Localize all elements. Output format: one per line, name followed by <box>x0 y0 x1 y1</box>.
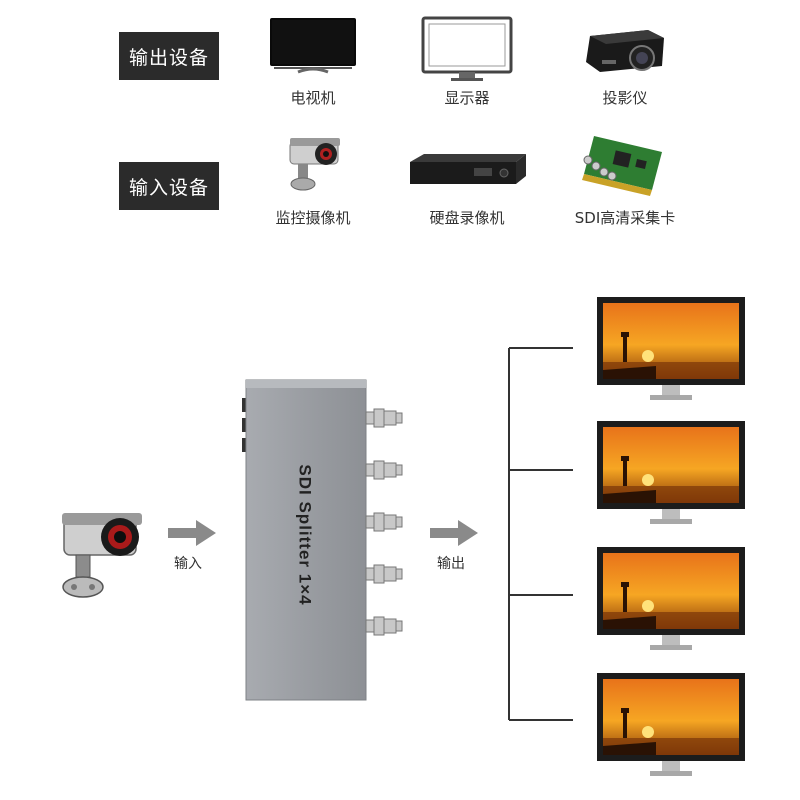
input-arrow-label: 输入 <box>174 556 202 572</box>
sdi-capture-card-label: SDI高清采集卡 <box>574 209 676 227</box>
hard-disk-recorder-icon <box>410 154 526 184</box>
input-arrow-icon <box>168 520 216 546</box>
tv-label: 电视机 <box>290 89 336 107</box>
cctv-camera-source-icon <box>62 513 142 598</box>
output-monitor-3 <box>597 547 745 650</box>
projector-icon <box>586 30 664 72</box>
cctv-camera-label: 监控摄像机 <box>275 209 351 227</box>
monitor-icon <box>421 16 513 81</box>
monitor-label: 显示器 <box>444 89 490 107</box>
projector-label: 投影仪 <box>602 89 648 107</box>
output-monitor-1 <box>597 297 745 400</box>
hard-disk-recorder-label: 硬盘录像机 <box>429 209 505 227</box>
sdi-capture-card-icon <box>582 136 662 196</box>
output-arrow-icon <box>430 520 478 546</box>
splitter-label-container: SDI Splitter 1×4 <box>255 464 355 606</box>
output-branch-lines <box>508 347 573 721</box>
input-devices-label: 输入设备 <box>119 162 219 210</box>
output-monitor-2 <box>597 421 745 524</box>
output-arrow-label: 输出 <box>437 556 465 572</box>
output-monitor-4 <box>597 673 745 776</box>
splitter-label: SDI Splitter 1×4 <box>296 464 315 606</box>
tv-icon <box>270 18 356 74</box>
sdi-splitter-device <box>242 379 403 701</box>
output-devices-label: 输出设备 <box>119 32 219 80</box>
cctv-camera-icon <box>289 138 340 191</box>
